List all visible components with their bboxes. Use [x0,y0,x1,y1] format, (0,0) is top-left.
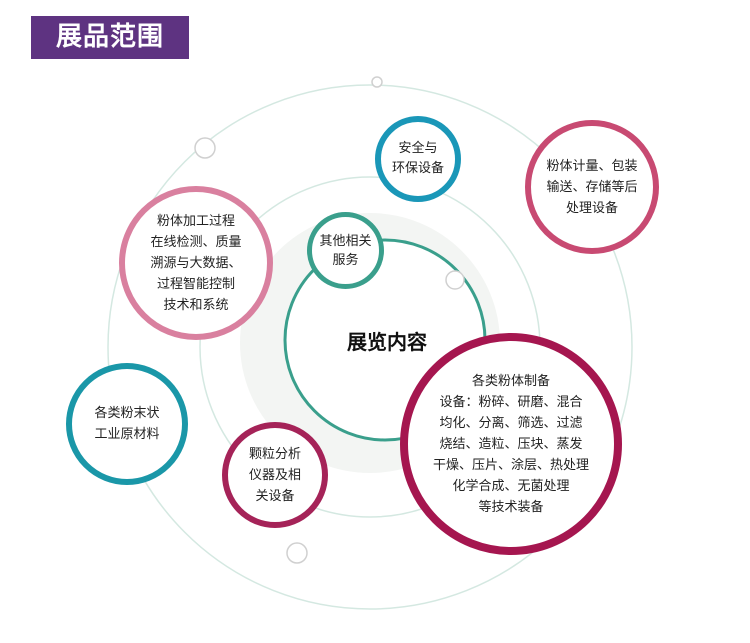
node-other: 其他相关 服务 [307,212,384,289]
section-title: 展品范围 [31,16,189,59]
orbit-dot [371,76,383,88]
node-safety: 安全与 环保设备 [375,116,461,202]
node-analysis: 颗粒分析 仪器及相 关设备 [222,422,328,528]
orbit-dot [194,137,216,159]
orbit-dot [286,542,308,564]
node-process: 粉体加工过程 在线检测、质量 溯源与大数据、 过程智能控制 技术和系统 [119,186,273,340]
outer-orbit [107,84,633,610]
orbit-dot [445,270,465,290]
center-label: 展览内容 [347,330,427,354]
node-raw: 各类粉末状 工业原材料 [66,363,188,485]
node-prep: 各类粉体制备 设备：粉碎、研磨、混合 均化、分离、筛选、过滤 烧结、造粒、压块、… [400,333,622,555]
node-measure: 粉体计量、包装 输送、存储等后 处理设备 [525,120,659,254]
